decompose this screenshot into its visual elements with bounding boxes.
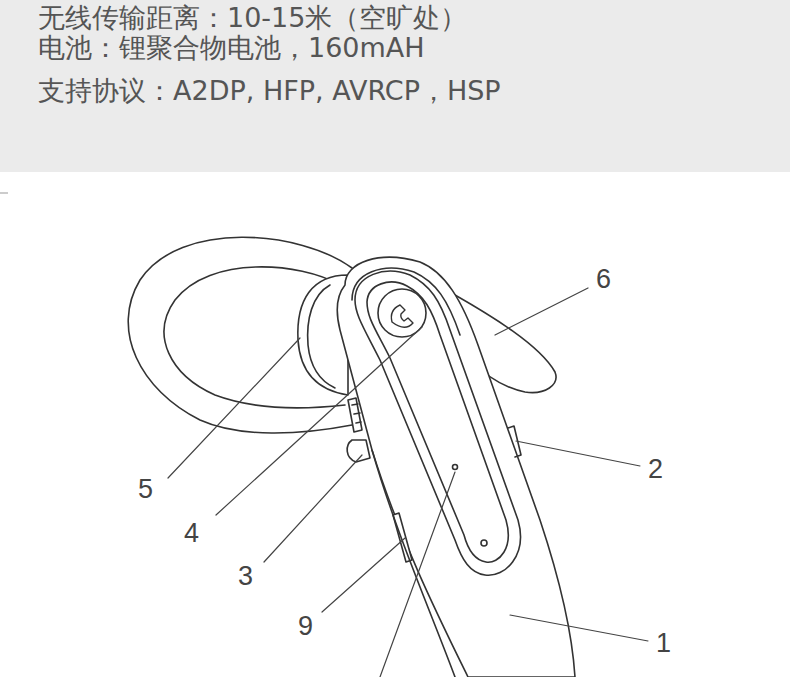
callout-number: 3 [238, 563, 253, 590]
callout-number: 4 [184, 520, 199, 547]
spec-text: 电池：锂聚合物电池，160mAH [38, 32, 425, 64]
callout-number: 6 [596, 266, 611, 293]
callout-number: 2 [648, 456, 663, 483]
spec-text: 无线传输距离：10-15米（空旷处） [38, 2, 467, 34]
spec-text: 支持协议：A2DP, HFP, AVRCP，HSP [38, 75, 501, 107]
callout-number: 1 [656, 630, 671, 657]
callout-number: 5 [138, 476, 153, 503]
callout-number: 9 [298, 613, 313, 640]
